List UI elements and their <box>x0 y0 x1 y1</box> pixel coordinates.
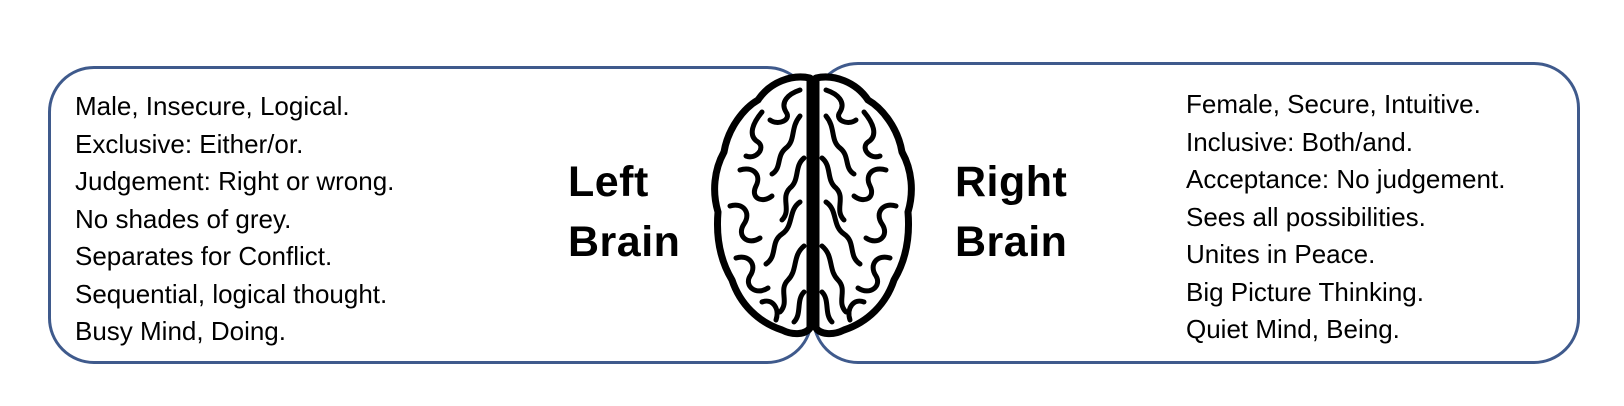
right-brain-panel <box>812 62 1580 364</box>
left-brain-traits: Male, Insecure, Logical. Exclusive: Eith… <box>75 88 394 351</box>
left-brain-panel <box>48 66 813 364</box>
list-item: Unites in Peace. <box>1186 239 1376 269</box>
list-item: Exclusive: Either/or. <box>75 128 304 159</box>
list-item: No shades of grey. <box>75 203 292 234</box>
list-item: Big Picture Thinking. <box>1186 276 1424 307</box>
left-brain-title-line2: Brain <box>568 218 681 266</box>
left-brain-title-line1: Left <box>568 158 649 206</box>
left-hemisphere <box>711 73 814 338</box>
right-brain-traits: Female, Secure, Intuitive. Inclusive: Bo… <box>1186 86 1505 349</box>
list-item: Busy Mind, Doing. <box>75 316 286 346</box>
brain-icon <box>711 73 915 338</box>
right-brain-title-line1: Right <box>955 158 1068 206</box>
list-item: Quiet Mind, Being. <box>1186 314 1400 344</box>
list-item: Judgement: Right or wrong. <box>75 166 395 196</box>
list-item: Inclusive: Both/and. <box>1186 126 1413 157</box>
list-item: Acceptance: No judgement. <box>1186 164 1506 194</box>
left-brain-title: Left Brain <box>568 152 680 272</box>
brain-folds-right <box>819 87 899 325</box>
right-brain-title-line2: Brain <box>955 218 1068 266</box>
list-item: Sees all possibilities. <box>1186 201 1426 232</box>
list-item: Sequential, logical thought. <box>75 278 388 309</box>
list-item: Separates for Conflict. <box>75 241 333 271</box>
right-hemisphere <box>812 73 915 338</box>
right-brain-title: Right Brain <box>955 152 1067 272</box>
list-item: Female, Secure, Intuitive. <box>1186 89 1481 119</box>
brain-folds-left <box>727 87 807 325</box>
list-item: Male, Insecure, Logical. <box>75 91 350 121</box>
